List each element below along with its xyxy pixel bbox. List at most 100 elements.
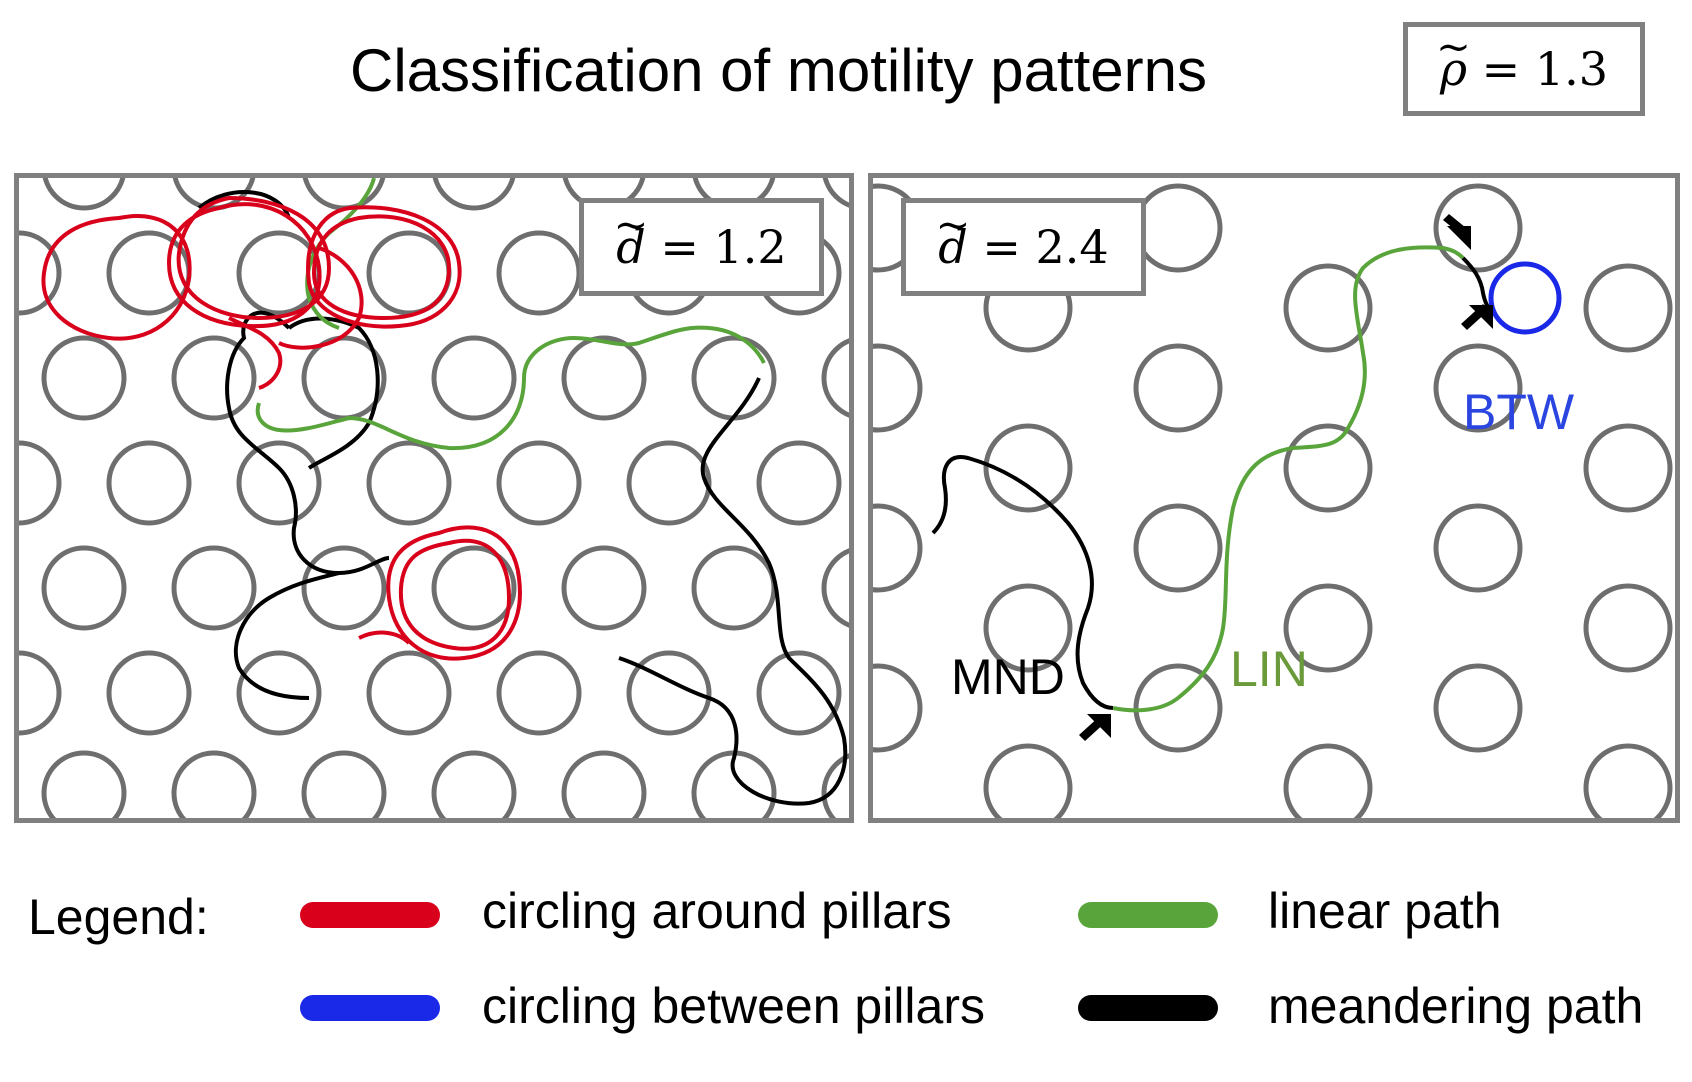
panel-dense-pillars: ~d = 1.2: [14, 173, 854, 823]
pillar: [1283, 743, 1373, 818]
left-circling-tracks: [41, 195, 522, 661]
pillar: [1283, 263, 1373, 353]
arrow-icon-top-head: [1447, 226, 1471, 250]
legend-title: Legend:: [28, 889, 209, 945]
left-meander-track-1: [197, 190, 390, 700]
pillar: [236, 650, 322, 736]
pillar: [432, 178, 516, 211]
pillar: [236, 440, 322, 526]
rho-value: = 1.3: [1467, 42, 1608, 96]
pillar: [561, 545, 647, 631]
right-d-value: = 2.4: [967, 220, 1109, 274]
rho-equation: ~ρ = 1.3: [1436, 23, 1608, 96]
pillar: [1433, 503, 1523, 593]
panel-sparse-pillars: ~d = 2.4 MND LIN BTW: [868, 173, 1680, 823]
pillar: [983, 583, 1073, 673]
right-d-value-box: ~d = 2.4: [901, 198, 1146, 296]
legend-label: linear path: [1268, 883, 1502, 939]
pillar: [496, 650, 582, 736]
pillar: [691, 335, 777, 421]
arrow-icon-mid-head: [1469, 305, 1493, 329]
pillar: [171, 545, 257, 631]
right-d-equation: ~d = 2.4: [936, 201, 1109, 274]
left-d-equation: ~d = 1.2: [614, 201, 787, 274]
pillar: [431, 335, 517, 421]
right-meander-track: [931, 455, 1114, 710]
pillar: [561, 750, 647, 818]
legend-label: circling around pillars: [482, 883, 952, 939]
pillar: [42, 178, 126, 211]
pillar: [983, 423, 1073, 513]
rho-symbol: ρ: [1440, 42, 1468, 96]
label-mnd: MND: [951, 649, 1065, 705]
pillar: [1433, 183, 1523, 273]
right-linear-track: [1112, 245, 1465, 713]
pillar: [171, 335, 257, 421]
pillar: [1433, 663, 1523, 753]
pillar: [41, 750, 127, 818]
left-d-value-box: ~d = 1.2: [579, 198, 824, 296]
pillar: [1283, 583, 1373, 673]
pillar: [301, 750, 387, 818]
pillar: [106, 650, 192, 736]
right-d-symbol: d: [938, 220, 968, 274]
pillar: [19, 650, 62, 736]
pillar: [301, 545, 387, 631]
left-meander-track-2: [618, 377, 848, 806]
pillar: [1583, 583, 1673, 673]
pillar: [822, 178, 849, 208]
arrow-icon-bottom-head: [1087, 714, 1111, 738]
pillar: [496, 230, 582, 316]
legend-swatch-black: [1078, 995, 1218, 1021]
label-lin: LIN: [1230, 641, 1308, 697]
pillar: [106, 440, 192, 526]
pillar: [821, 753, 849, 818]
left-d-symbol: d: [616, 220, 646, 274]
legend-swatch-blue: [300, 995, 440, 1021]
pillar: [821, 548, 849, 628]
pillar: [1133, 343, 1223, 433]
right-d-tilde: ~: [935, 201, 971, 250]
pillar: [1283, 423, 1373, 513]
pillar: [1133, 183, 1223, 273]
pillar: [873, 343, 923, 433]
pillar: [756, 440, 842, 526]
pillar: [171, 750, 257, 818]
pillar: [756, 650, 842, 736]
label-btw: BTW: [1463, 384, 1575, 440]
pillar: [106, 230, 192, 316]
pillar: [1583, 423, 1673, 513]
pillar: [41, 545, 127, 631]
figure-title: Classification of motility patterns: [350, 37, 1207, 104]
pillar: [821, 338, 849, 418]
pillar: [366, 650, 452, 736]
right-panel-drawing: [873, 183, 1673, 818]
pillar: [19, 230, 62, 316]
pillar: [1583, 743, 1673, 818]
pillar: [1583, 263, 1673, 353]
pillar: [626, 650, 712, 736]
left-d-tilde: ~: [613, 201, 649, 250]
pillar: [431, 750, 517, 818]
pillar: [873, 503, 923, 593]
pillar: [1133, 503, 1223, 593]
pillar: [366, 440, 452, 526]
rho-value-box: ~ρ = 1.3: [1403, 22, 1645, 116]
pillar: [983, 743, 1073, 818]
legend-swatch-red: [300, 902, 440, 928]
pillar: [1433, 343, 1523, 433]
right-pillar-grid: [873, 183, 1673, 818]
legend-swatch-green: [1078, 902, 1218, 928]
pillar: [496, 440, 582, 526]
pillar: [1133, 663, 1223, 753]
pillar: [561, 335, 647, 421]
rho-tilde: ~: [1436, 23, 1471, 72]
pillar: [691, 545, 777, 631]
legend-label: meandering path: [1268, 978, 1644, 1034]
pillar: [41, 335, 127, 421]
pillar: [626, 440, 712, 526]
pillar: [873, 663, 923, 753]
pillar: [19, 440, 62, 526]
arrow-icons: [1079, 214, 1493, 741]
pillar: [431, 545, 517, 631]
